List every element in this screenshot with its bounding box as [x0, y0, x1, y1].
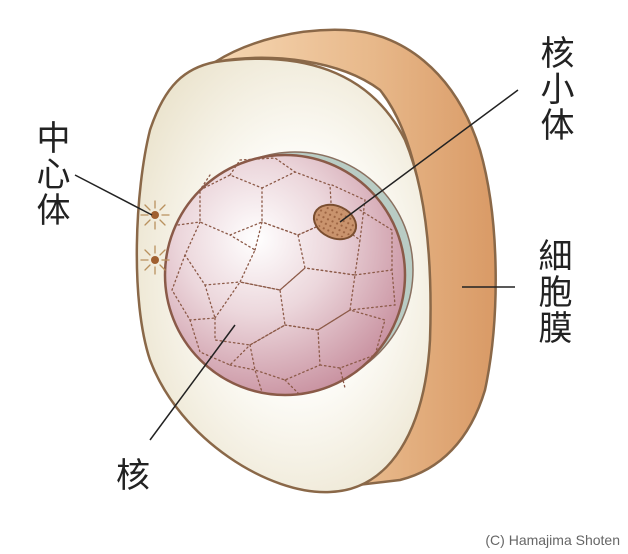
centrosome-label: 中心体	[30, 120, 70, 228]
copyright-credit: (C) Hamajima Shoten	[485, 532, 620, 548]
nucleus-leader	[149, 324, 236, 441]
centrosome-leader	[74, 174, 153, 216]
nucleolus-label: 核小体	[534, 35, 574, 143]
nucleolus-granules	[315, 206, 355, 238]
chromatin-network	[171, 157, 396, 396]
nucleus	[163, 153, 407, 397]
nucleolus-leader	[339, 89, 519, 223]
centrosome	[140, 200, 170, 275]
cell-membrane-label: 細胞膜	[532, 238, 572, 346]
nucleus-label: 核	[116, 456, 150, 496]
